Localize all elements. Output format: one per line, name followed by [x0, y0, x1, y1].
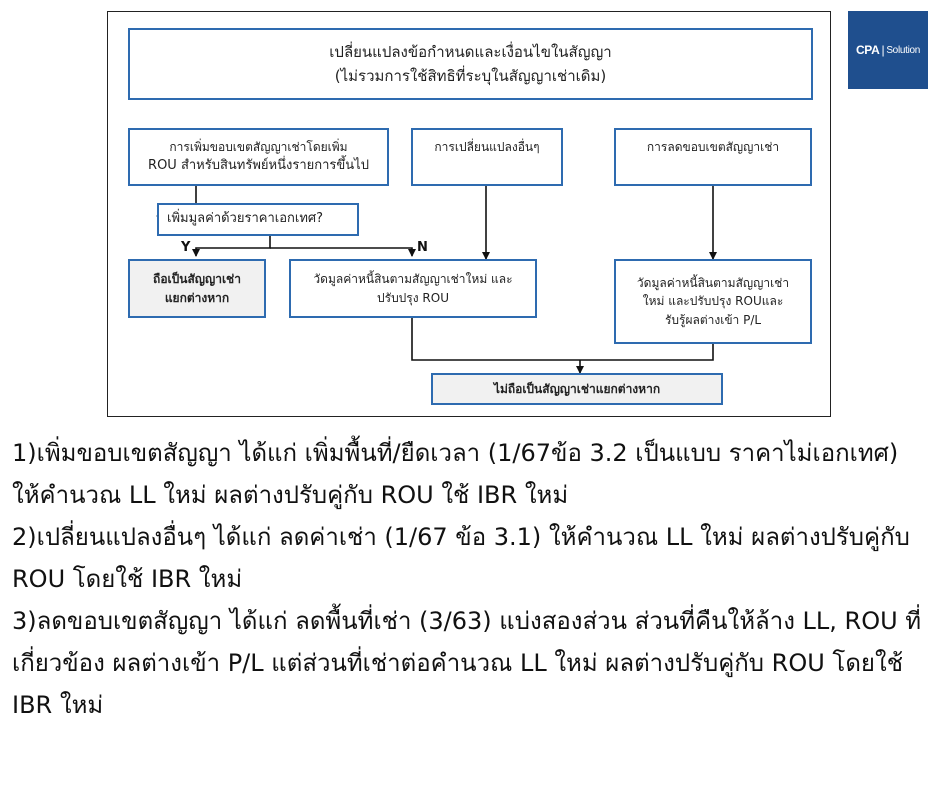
change-terms-title-box: เปลี่ยนแปลงข้อกำหนดและเงื่อนไขในสัญญา (ไ… [128, 28, 813, 100]
increase-scope-line2: ROU สำหรับสินทรัพย์หนึ่งรายการขึ้นไป [148, 158, 369, 174]
note-decrease-scope: 3)ลดขอบเขตสัญญา ได้แก่ ลดพื้นที่เช่า (3/… [12, 607, 922, 719]
logo-separator: | [881, 43, 885, 57]
yes-label: Y [181, 240, 191, 255]
separate-lease-line1: ถือเป็นสัญญาเช่า [153, 271, 241, 286]
change-terms-subtitle: (ไม่รวมการใช้สิทธิที่ระบุในสัญญาเช่าเดิม… [334, 67, 607, 85]
decrease-scope-label: การลดขอบเขตสัญญาเช่า [646, 140, 780, 154]
standalone-price-question-box: เพิ่มมูลค่าด้วยราคาเอกเทศ? [157, 203, 359, 236]
note-other-change: 2)เปลี่ยนแปลงอื่นๆ ได้แก่ ลดค่าเช่า (1/6… [12, 523, 910, 593]
other-change-label: การเปลี่ยนแปลงอื่นๆ [434, 140, 540, 154]
separate-lease-line2: แยกต่างหาก [164, 290, 230, 305]
increase-scope-box: การเพิ่มขอบเขตสัญญาเช่าโดยเพิ่ม ROU สำหร… [128, 128, 389, 186]
logo-suffix: Solution [886, 44, 921, 56]
connector-remeasure-merge [411, 318, 714, 361]
standalone-price-question: เพิ่มมูลค่าด้วยราคาเอกเทศ? [167, 211, 324, 227]
connector-question-no [270, 247, 416, 257]
increase-scope-line1: การเพิ่มขอบเขตสัญญาเช่าโดยเพิ่ม [169, 139, 348, 154]
note-increase-scope: 1)เพิ่มขอบเขตสัญญา ได้แก่ เพิ่มพื้นที่/ย… [12, 439, 899, 509]
change-terms-title: เปลี่ยนแปลงข้อกำหนดและเงื่อนไขในสัญญา [329, 43, 612, 61]
logo-brand: CPA [855, 43, 880, 57]
not-separate-lease-label: ไม่ถือเป็นสัญญาเช่าแยกต่างหาก [493, 381, 661, 396]
separate-lease-box: ถือเป็นสัญญาเช่า แยกต่างหาก [128, 259, 266, 318]
remeasure-box: วัดมูลค่าหนี้สินตามสัญญาเช่าใหม่ และ ปรั… [289, 259, 537, 318]
remeasure-line1: วัดมูลค่าหนี้สินตามสัญญาเช่าใหม่ และ [313, 271, 513, 286]
cpa-solution-logo: CPA | Solution [848, 11, 928, 89]
other-change-box: การเปลี่ยนแปลงอื่นๆ [411, 128, 563, 186]
remeasure-pl-box: วัดมูลค่าหนี้สินตามสัญญาเช่า ใหม่ และปรั… [614, 259, 812, 344]
connector-question-split [192, 236, 271, 257]
explanation-notes: 1)เพิ่มขอบเขตสัญญา ได้แก่ เพิ่มพื้นที่/ย… [12, 432, 930, 726]
remeasure-pl-line3: รับรู้ผลต่างเข้า P/L [664, 312, 762, 327]
decrease-scope-box: การลดขอบเขตสัญญาเช่า [614, 128, 812, 186]
remeasure-line2: ปรับปรุง ROU [377, 290, 449, 305]
not-separate-lease-box: ไม่ถือเป็นสัญญาเช่าแยกต่างหาก [431, 373, 723, 405]
remeasure-pl-line2: ใหม่ และปรับปรุง ROUและ [642, 294, 784, 309]
remeasure-pl-line1: วัดมูลค่าหนี้สินตามสัญญาเช่า [636, 275, 790, 290]
no-label: N [417, 240, 428, 255]
